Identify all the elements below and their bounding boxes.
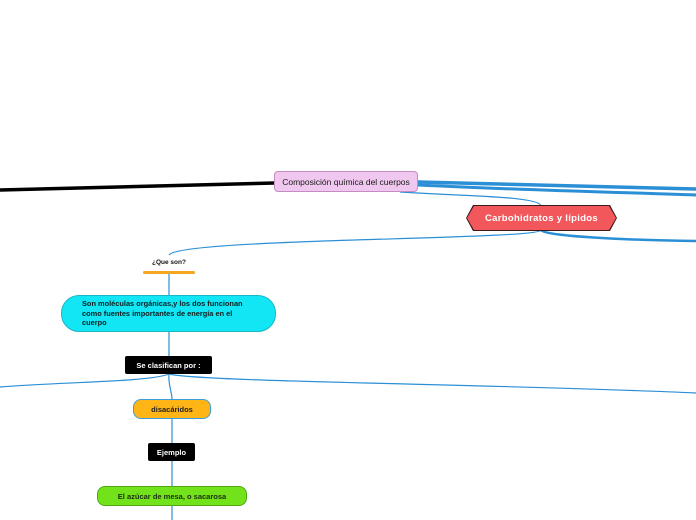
link-topic-question: [168, 229, 542, 256]
topic-node-carbohidratos[interactable]: Carbohidratos y lípidos: [467, 206, 616, 230]
link-classify-type: [168, 373, 173, 400]
answer-text: Son moléculas orgánicas,y los dos funcio…: [82, 299, 243, 328]
link-root-topic: [399, 191, 542, 207]
branch-classify-left: [0, 373, 170, 388]
example-label-node[interactable]: Ejemplo: [148, 443, 195, 461]
branch-right-blue-1: [417, 180, 696, 191]
classify-node[interactable]: Se clasifican por :: [125, 356, 212, 374]
question-underline: [143, 271, 195, 274]
root-node[interactable]: Composición química del cuerpos: [274, 171, 418, 192]
answer-node[interactable]: Son moléculas orgánicas,y los dos funcio…: [61, 295, 276, 332]
branch-left-black: [0, 181, 276, 192]
question-node[interactable]: ¿Que son?: [152, 258, 186, 266]
branch-right-blue-2: [417, 183, 696, 197]
branch-topic-right: [539, 228, 696, 243]
example-node-sacarosa[interactable]: El azúcar de mesa, o sacarosa: [97, 486, 247, 506]
branch-classify-right: [168, 373, 696, 394]
type-node-disacaridos[interactable]: disacáridos: [133, 399, 211, 419]
